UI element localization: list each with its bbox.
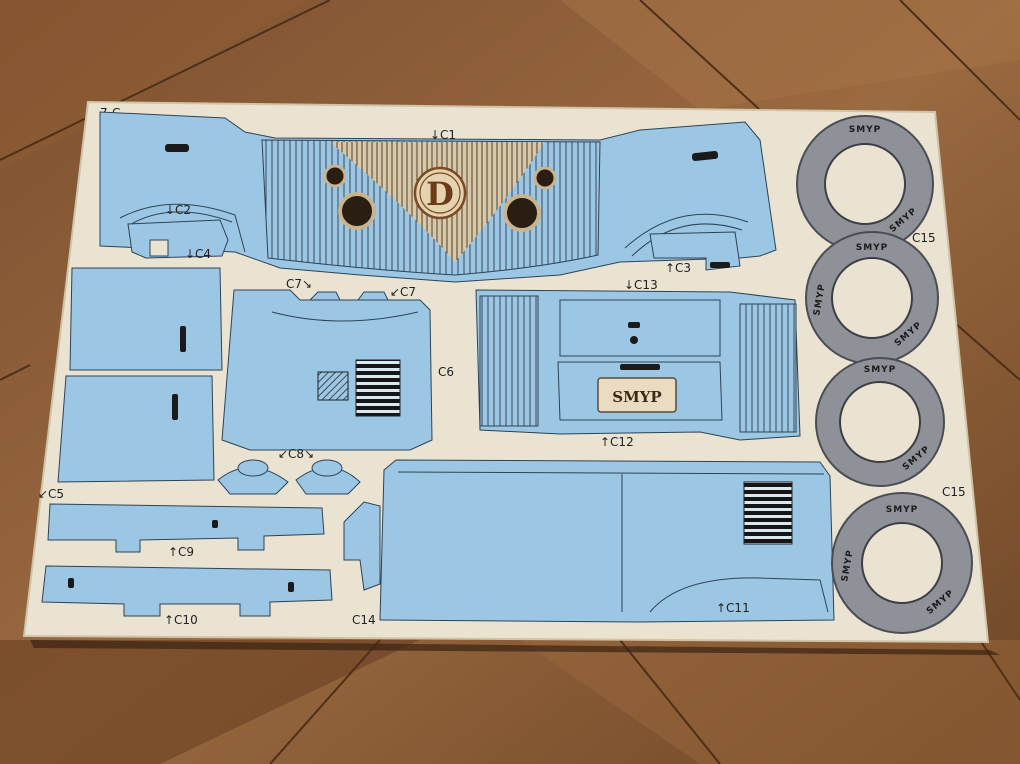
label-c12: ↑C12: [600, 435, 634, 449]
part-c8-left: [217, 459, 289, 495]
label-c13: ↓C13: [624, 278, 658, 292]
part-c14: [343, 501, 381, 591]
tire-ring-1: SMYP SMYP: [796, 115, 934, 253]
tire-ring-3: SMYP SMYP: [815, 357, 945, 487]
label-c10: ↑C10: [164, 613, 198, 627]
label-c8: ↙C8↘: [278, 447, 314, 461]
label-c15-bottom: C15: [942, 485, 966, 499]
part-c6: [221, 289, 433, 451]
label-c7-left: C7↘: [286, 277, 312, 291]
tire-ring-2: SMYP SMYP SMYP: [805, 231, 939, 365]
part-c3: [649, 231, 741, 271]
part-c7-right: [357, 291, 389, 301]
part-c9: [47, 503, 325, 553]
label-c4: ↓C4: [185, 247, 211, 261]
part-c11: [379, 459, 835, 623]
label-c7-right: ↙C7: [390, 285, 416, 299]
label-c6: C6: [438, 365, 454, 379]
label-c11: ↑C11: [716, 601, 750, 615]
part-c13: [475, 289, 801, 441]
part-c2: [127, 219, 229, 259]
logo-letter: D: [426, 175, 454, 213]
ring-1-text-a: SMYP: [849, 125, 882, 135]
part-c5-upper: [69, 267, 223, 371]
ring-2-text-a: SMYP: [856, 243, 889, 253]
board-shadow: [30, 640, 1000, 655]
part-c5-lower: [57, 375, 215, 483]
label-c1: ↓C1: [430, 128, 456, 142]
label-c2: ↓C2: [165, 203, 191, 217]
nameplate: SMYP: [597, 377, 677, 413]
part-c10: [41, 565, 333, 617]
label-c15-top: C15: [912, 231, 936, 245]
label-c5: ↙C5: [38, 487, 64, 501]
label-c14: C14: [352, 613, 376, 627]
part-c7-left: [308, 291, 341, 301]
part-c8-right: [295, 459, 361, 495]
nameplate-text: SMYP: [612, 388, 661, 406]
label-c9: ↑C9: [168, 545, 194, 559]
tire-ring-4: SMYP SMYP SMYP: [831, 492, 973, 634]
ring-3-text-a: SMYP: [864, 365, 897, 375]
logo-medallion: D: [413, 166, 467, 220]
label-c3: ↑C3: [665, 261, 691, 275]
ring-4-text-a: SMYP: [886, 505, 919, 515]
